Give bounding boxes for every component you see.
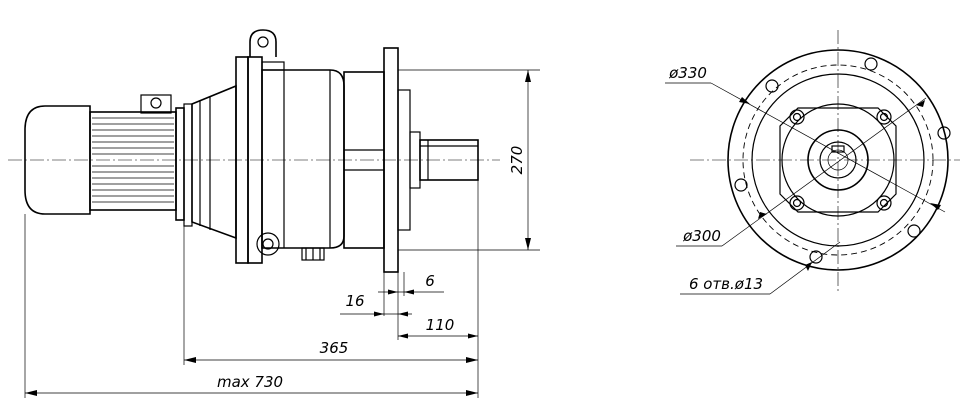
dim-label-overall-length: max 730 [217, 373, 283, 391]
terminal-box [140, 94, 172, 114]
leader-bolt-circle-inner [721, 97, 927, 247]
motor-end-cap [24, 105, 91, 215]
dim-label-flange-thickness: 6 [425, 272, 435, 290]
gearbox-housing [261, 69, 345, 249]
motor-cooling-fins [92, 117, 174, 203]
lifting-eye-top [249, 29, 277, 57]
terminal-box-plug [150, 97, 162, 109]
output-shaft [419, 139, 479, 181]
side-view: 270 6 16 110 365 max 730 [8, 29, 540, 398]
dim-label-shaft-offset: 16 [345, 292, 364, 310]
lifting-eye-bottom [256, 232, 280, 256]
reducer-first-stage [191, 84, 237, 240]
motor-body [89, 111, 177, 211]
flange-outer [727, 49, 949, 271]
flange-inner-edge [751, 73, 925, 247]
dim-label-bolt-circle-inner: ø300 [682, 227, 721, 245]
housing-bolts [789, 109, 892, 211]
spigot-outer [781, 103, 895, 217]
leader-holes [769, 241, 841, 295]
front-view: ø330 ø300 6 отв.ø13 [665, 30, 960, 295]
dim-label-holes: 6 отв.ø13 [689, 275, 763, 293]
dim-label-shaft-length: 110 [426, 316, 455, 334]
adapter-flange [183, 103, 193, 227]
motor-flange [175, 107, 185, 221]
leader-bolt-circle-outer [710, 82, 946, 213]
shaft-key [831, 145, 845, 153]
output-shaft-end [819, 141, 857, 179]
flange-mounting-holes [734, 57, 951, 264]
dim-label-height: 270 [508, 146, 526, 175]
shaft-hub [807, 129, 869, 191]
bolt-circle [742, 64, 934, 256]
dim-label-flange-distance: 365 [320, 339, 349, 357]
dim-label-bolt-circle-outer: ø330 [668, 64, 707, 82]
